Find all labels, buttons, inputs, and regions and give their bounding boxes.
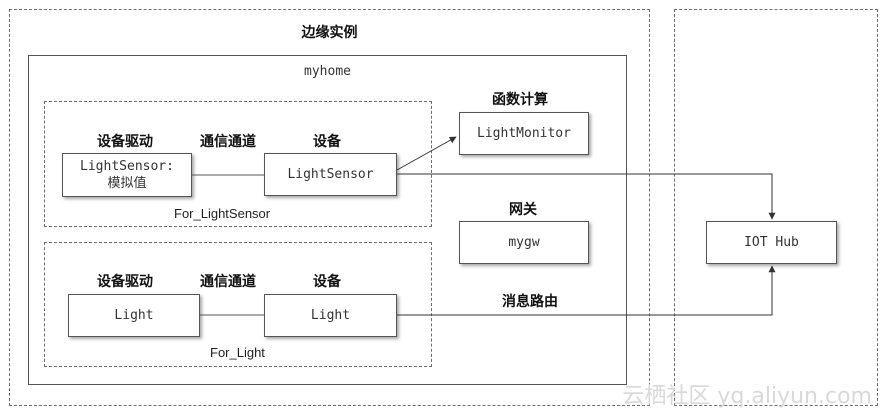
device-label-light-sensor: LightSensor — [287, 167, 374, 182]
gateway-header: 网关 — [509, 202, 537, 218]
myhome-title: myhome — [304, 64, 351, 79]
arrow-to-light-monitor — [396, 136, 457, 171]
edge-instance-container — [9, 9, 650, 406]
myhome-container — [28, 55, 627, 385]
driver-label-line1: LightSensor: — [80, 159, 174, 174]
function-compute-header: 函数计算 — [492, 92, 548, 108]
driver-header-1: 设备驱动 — [97, 134, 153, 150]
driver-label-light: Light — [114, 308, 154, 323]
cloud-container — [674, 9, 878, 406]
channel-header-1: 通信通道 — [200, 134, 256, 150]
light-sensor-driver-box: LightSensor: 模拟值 — [62, 153, 192, 197]
channel-header-2: 通信通道 — [200, 274, 256, 290]
group-light — [44, 242, 432, 367]
driver-header-2: 设备驱动 — [97, 274, 153, 290]
message-routing-label: 消息路由 — [502, 294, 558, 310]
light-monitor-label: LightMonitor — [477, 126, 571, 141]
route-light-to-iot-hub — [397, 265, 776, 316]
device-header-2: 设备 — [313, 274, 341, 290]
light-monitor-box: LightMonitor — [459, 112, 589, 155]
iot-hub-label: IOT Hub — [744, 235, 799, 250]
light-sensor-device-box: LightSensor — [264, 153, 397, 196]
group-label-light-sensor: For_LightSensor — [174, 206, 271, 221]
light-driver-box: Light — [68, 294, 200, 337]
watermark: 云栖社区 yq.aliyun.com — [622, 384, 872, 409]
light-device-box: Light — [264, 294, 397, 337]
device-header-1: 设备 — [313, 134, 341, 150]
gateway-label: mygw — [508, 235, 540, 250]
gateway-box: mygw — [459, 221, 589, 264]
driver-label-line2: 模拟值 — [107, 176, 147, 191]
device-label-light: Light — [310, 308, 351, 323]
group-light-sensor — [44, 101, 432, 227]
iot-hub-box: IOT Hub — [706, 221, 837, 264]
edge-instance-title: 边缘实例 — [301, 25, 358, 41]
route-light-sensor-to-iot-hub — [397, 173, 776, 220]
group-label-light: For_Light — [210, 345, 265, 360]
